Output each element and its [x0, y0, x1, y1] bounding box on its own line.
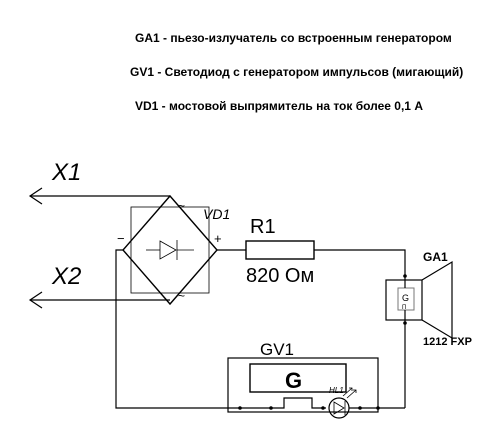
buzzer-generator-box — [397, 287, 415, 311]
bridge-minus-sign: − — [117, 231, 125, 246]
bridge-plus-sign: + — [214, 231, 222, 246]
bridge-label: VD1 — [203, 206, 230, 222]
bridge-tilde-bottom: ~ — [178, 289, 185, 303]
led-hl1-triangle — [333, 401, 345, 415]
flasher-box — [227, 357, 379, 413]
buzzer-model: 1212 FXP — [423, 336, 472, 348]
led-hl1-circle — [328, 397, 350, 419]
wire-bridge-minus-return — [115, 249, 240, 409]
note-gv1: GV1 - Светодиод с генератором импульсов … — [130, 65, 463, 79]
terminal-x2-label: X2 — [51, 263, 81, 290]
resistor-value: 820 Ом — [246, 265, 314, 287]
buzzer-label: GA1 — [423, 250, 448, 264]
resistor-body — [245, 240, 315, 260]
buzzer-pin-top — [403, 274, 407, 278]
bridge-rectifier-vd1: − + ~ ~ VD1 — [117, 194, 230, 306]
bridge-diamond — [122, 194, 218, 306]
flasher-pin-5 — [376, 406, 380, 410]
terminal-x1-arrow — [28, 187, 43, 205]
buzzer-ga1: GA1 G Π 1212 FXP — [385, 250, 472, 408]
resistor-r1: R1 820 Ом — [245, 216, 315, 287]
flasher-gv1: GV1 G HL1 — [227, 340, 405, 419]
flasher-generator-block — [249, 363, 347, 393]
buzzer-generator-letter: G — [402, 293, 409, 303]
legend-notes: GA1 - пьезо-излучатель со встроенным ген… — [130, 31, 463, 113]
terminal-x1: X1 — [28, 159, 170, 205]
terminal-x2: X2 — [28, 263, 170, 309]
buzzer-horn — [421, 260, 453, 340]
flasher-pin-2 — [269, 406, 273, 410]
flasher-pin-1 — [238, 406, 242, 410]
resistor-label: R1 — [250, 216, 276, 238]
bridge-inner-frame — [130, 206, 210, 294]
bridge-tilde-top: ~ — [178, 199, 185, 213]
flasher-pin-4 — [358, 406, 362, 410]
flasher-pin-3 — [321, 406, 325, 410]
led-hl1-ray-heads — [349, 387, 357, 393]
buzzer-pin-bottom — [403, 321, 407, 325]
flasher-generator-letter: G — [285, 368, 302, 393]
buzzer-box — [385, 279, 423, 321]
flasher-internal-wire — [240, 397, 326, 409]
note-vd1: VD1 - мостовой выпрямитель на ток более … — [135, 99, 423, 113]
buzzer-generator-sub: Π — [402, 305, 406, 311]
led-hl1-label: HL1 — [329, 386, 344, 395]
note-ga1: GA1 - пьезо-излучатель со встроенным ген… — [135, 31, 452, 45]
terminal-x2-arrow — [28, 291, 43, 309]
wire-r1-to-ga1 — [314, 249, 406, 262]
flasher-label: GV1 — [260, 340, 294, 359]
terminal-x1-label: X1 — [51, 159, 81, 186]
bridge-diode-triangle — [159, 240, 177, 260]
led-hl1-rays — [342, 387, 357, 399]
